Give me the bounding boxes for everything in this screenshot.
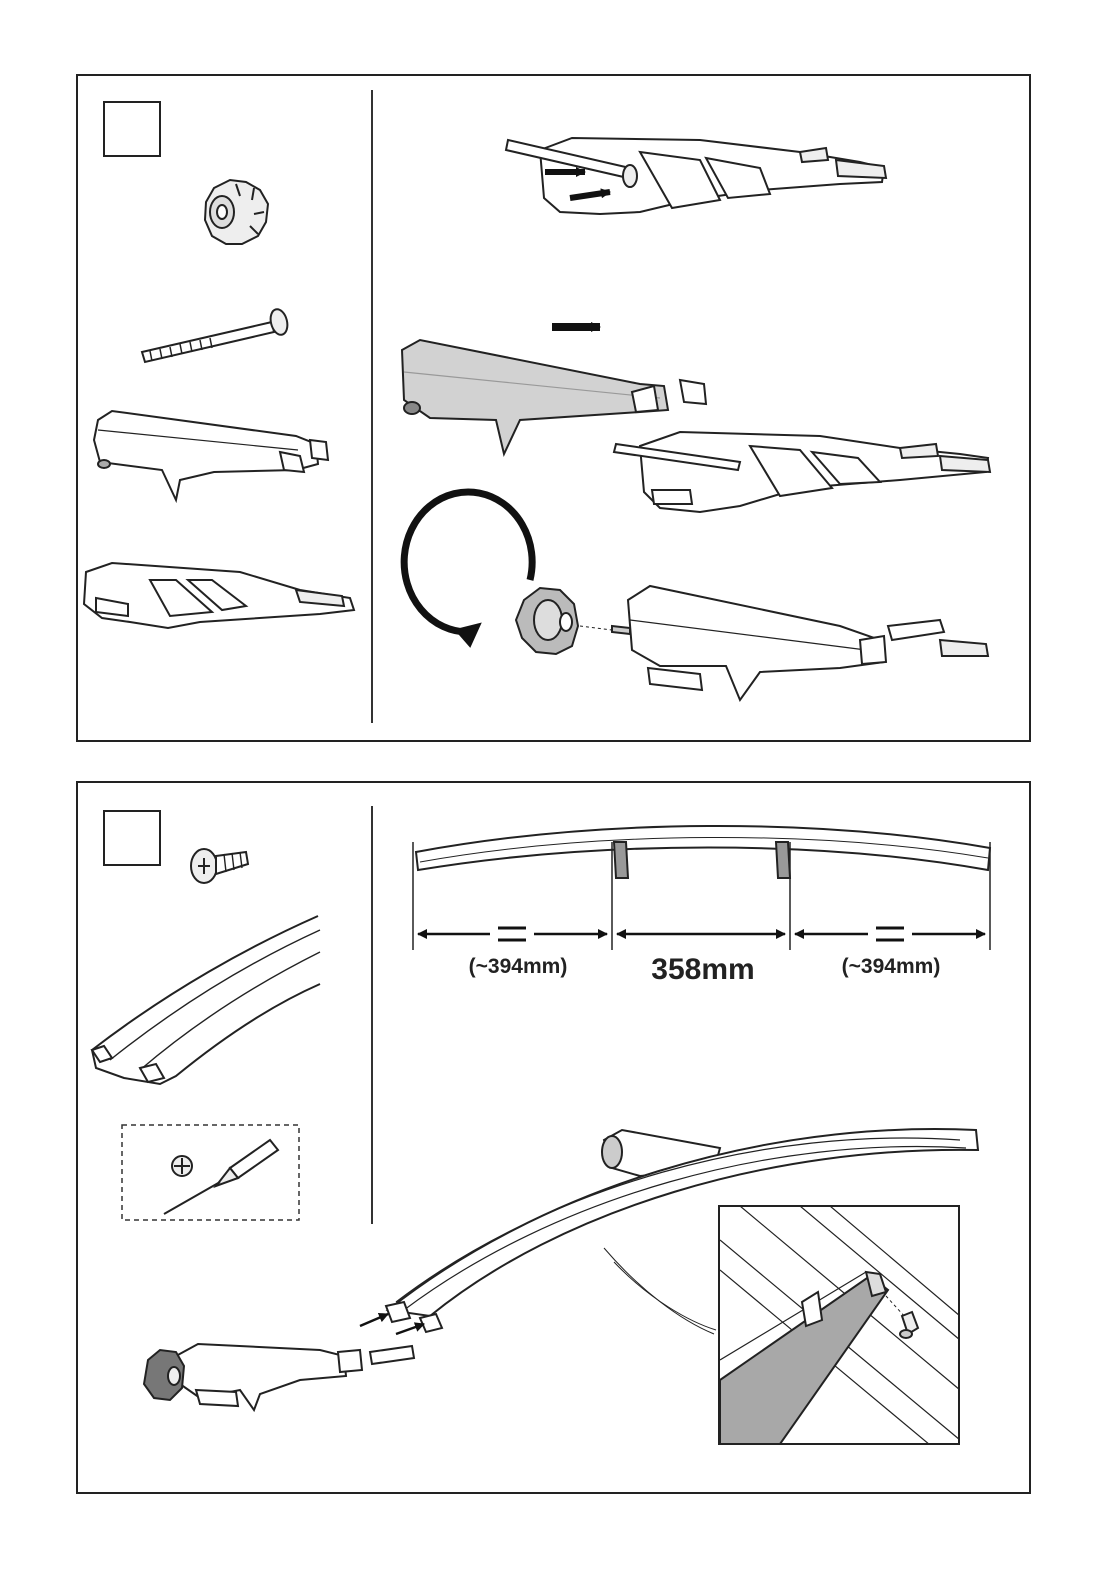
detail-inset: [719, 1206, 960, 1470]
foot-cover-icon: [94, 411, 328, 500]
dimension-label-right: (~394mm): [842, 955, 941, 979]
knob-tighten-illustration: [404, 492, 988, 700]
phillips-screwdriver-icon: [164, 1140, 278, 1214]
bracket-with-bolt-illustration: [506, 138, 886, 214]
knob-icon: [205, 180, 268, 244]
bolt-icon: [142, 307, 290, 362]
cover-slide-illustration: [402, 327, 990, 512]
dimension-label-center: 358mm: [651, 953, 754, 987]
screw-icon: [191, 849, 248, 883]
crossbar-dimension-diagram: [413, 826, 990, 950]
rail-profile-icon: [92, 916, 320, 1084]
foot-bracket-icon: [84, 563, 354, 628]
tool-box: [122, 1125, 299, 1220]
dimension-label-left: (~394mm): [469, 955, 568, 979]
